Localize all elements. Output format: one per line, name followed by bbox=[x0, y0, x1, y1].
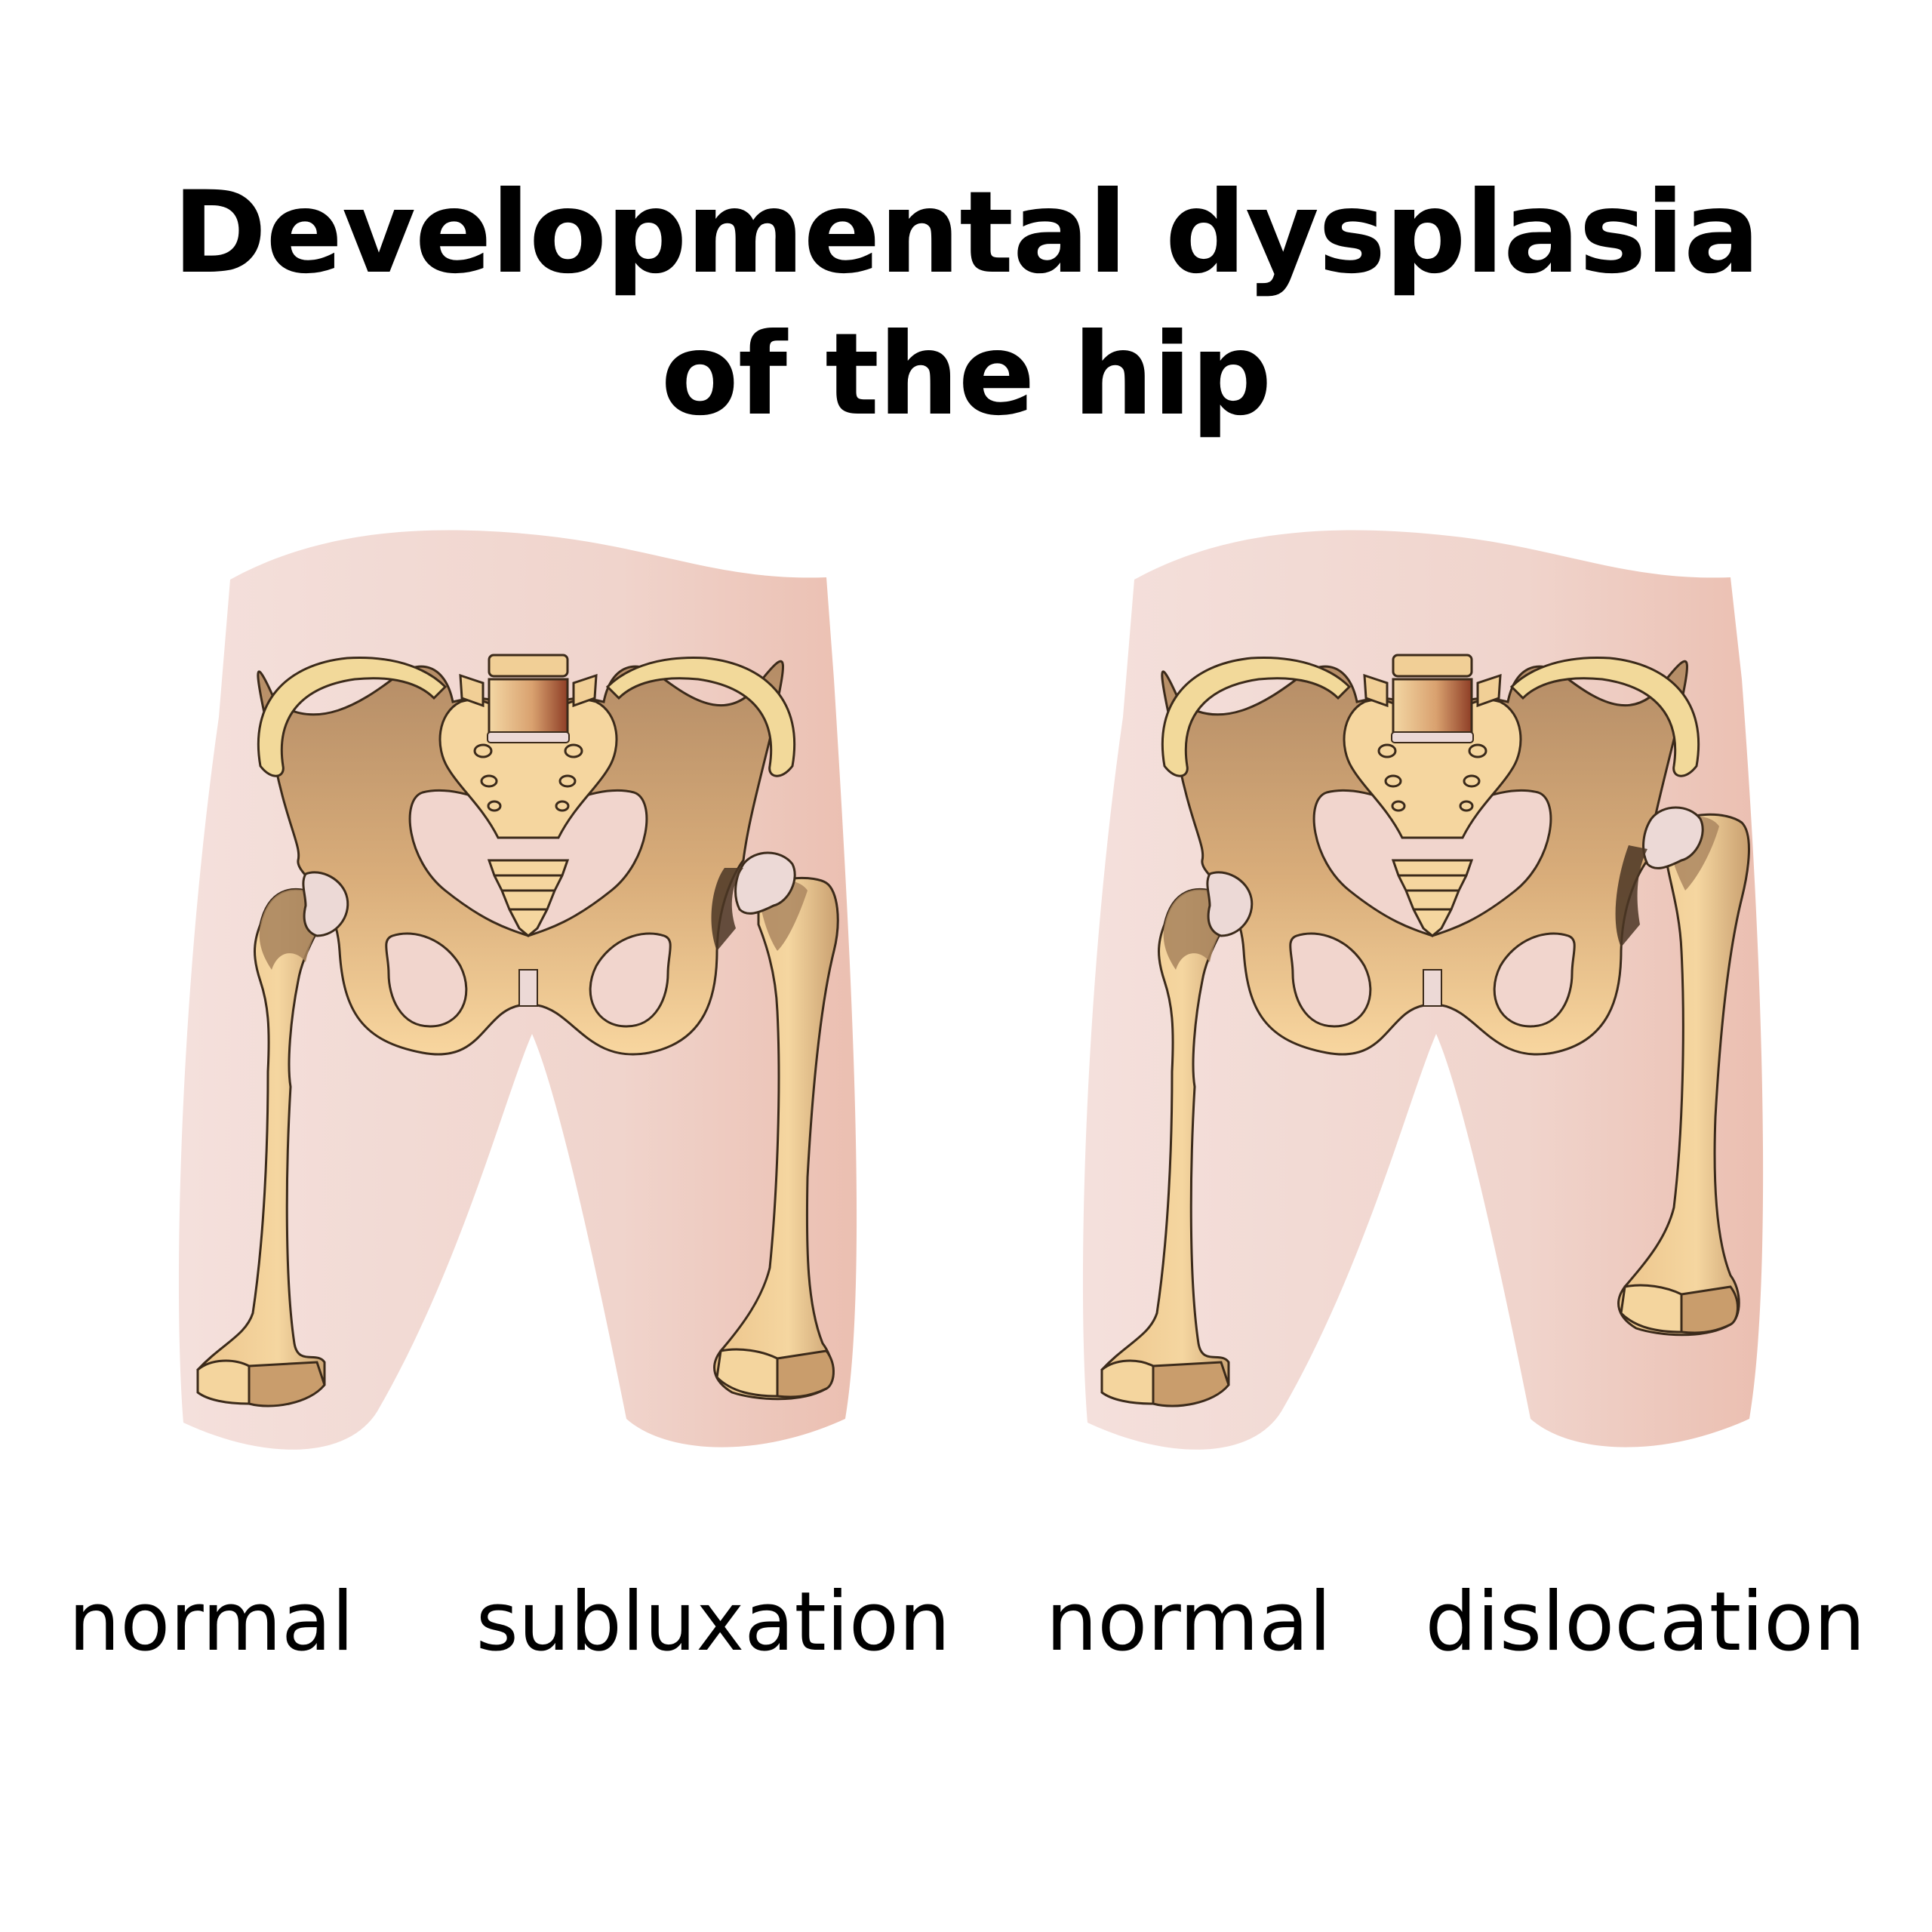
femur-dislocation bbox=[1615, 806, 1750, 1337]
label-normal-right: normal bbox=[1045, 1575, 1332, 1669]
label-normal-left: normal bbox=[68, 1575, 355, 1669]
label-subluxation: subluxation bbox=[475, 1575, 951, 1669]
title-line-1: Developmental dysplasia bbox=[172, 168, 1760, 299]
title-line-2: of the hip bbox=[660, 309, 1272, 441]
panel-subluxation bbox=[178, 530, 857, 1450]
diagram-title: Developmental dysplasia of the hip bbox=[0, 162, 1932, 446]
femur-normal bbox=[1100, 871, 1254, 1407]
panel-dislocation bbox=[1082, 530, 1764, 1450]
femur-subluxation bbox=[711, 851, 839, 1401]
label-dislocation: dislocation bbox=[1425, 1575, 1866, 1669]
femur-normal bbox=[196, 871, 349, 1407]
